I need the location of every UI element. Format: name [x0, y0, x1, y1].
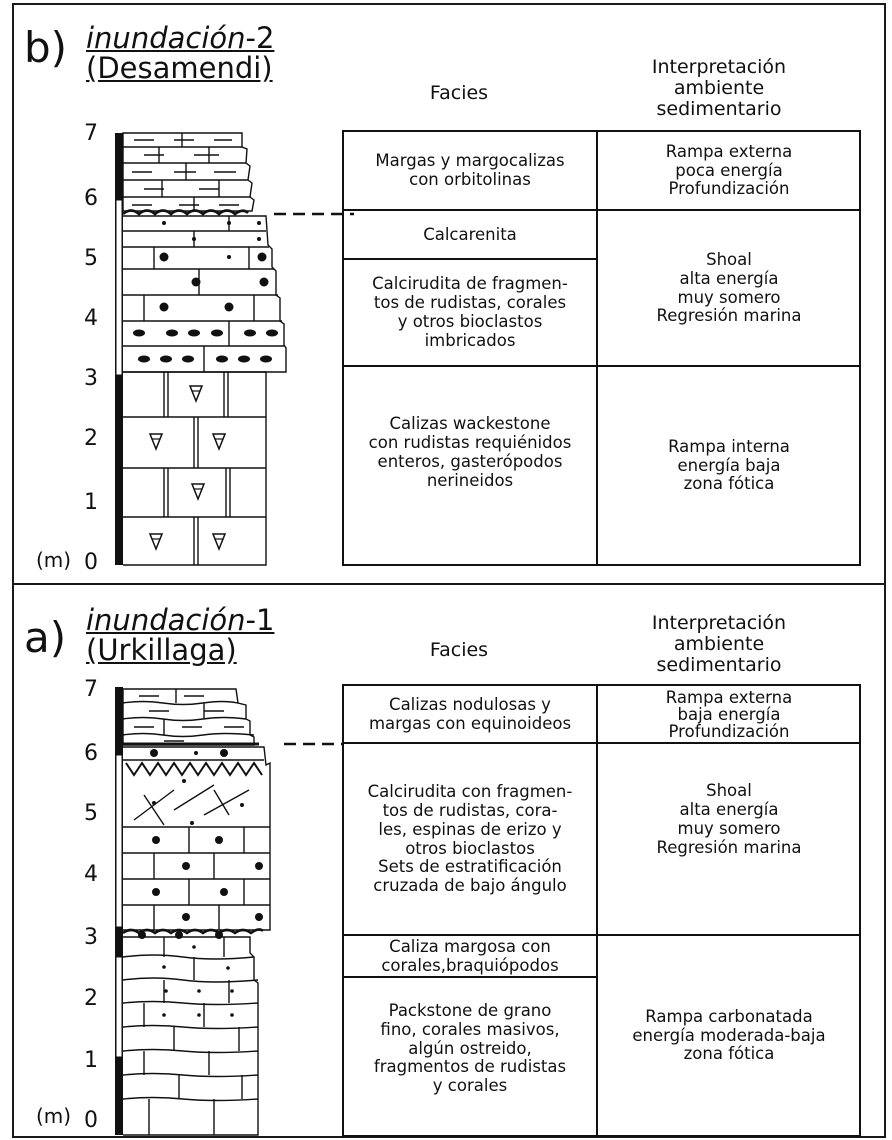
panel-a-axis-unit: (m): [36, 1104, 72, 1128]
panel-b-interpretation-header: Interpretación ambiente sedimentario: [651, 56, 787, 120]
panel-b-title-word: inundación: [86, 21, 246, 55]
panel-a-facies-header: Facies: [429, 639, 489, 661]
panel-a-title-suffix: -1: [245, 603, 275, 637]
panel-a-title-locality: (Urkillaga): [86, 633, 237, 668]
panel-a-label: a): [24, 613, 67, 662]
panel-a-interpretation-1: Rampa externa baja energía Profundizació…: [665, 687, 793, 742]
panel-b-tick-3: 3: [84, 366, 98, 391]
panel-b-tick-4: 4: [84, 306, 98, 331]
panel-b-interpretation-3: Rampa interna energía baja zona fótica: [668, 436, 790, 494]
panel-b-tick-5: 5: [84, 246, 98, 271]
panel-a-tick-2: 2: [84, 986, 98, 1011]
panel-a-stratigraphic-column: [115, 684, 861, 1137]
panel-a-tick-4: 4: [84, 862, 98, 887]
panel-b-tick-1: 1: [84, 490, 98, 515]
panel-b-axis-unit: (m): [36, 548, 72, 572]
panel-b-interpretation-1: Rampa externa poca energía Profundizació…: [665, 141, 793, 199]
panel-a-interpretation-2: Shoal alta energía muy somero Regresión …: [656, 781, 802, 857]
panel-b-tick-6: 6: [84, 186, 98, 211]
panel-b-interpretation-2: Shoal alta energía muy somero Regresión …: [656, 249, 802, 326]
panel-a-interpretation-3: Rampa carbonatada energía moderada-baja …: [632, 1006, 826, 1064]
panel-b-stratigraphic-column: [115, 130, 861, 566]
panel-a-facies-1: Calizas nodulosas y margas con equinoide…: [368, 694, 572, 733]
panel-b-facies-1: Margas y margocalizas con orbitolinas: [375, 151, 565, 189]
panel-b-tick-7: 7: [84, 121, 98, 146]
panel-a-tick-6: 6: [84, 741, 98, 766]
panel-b-title-locality: (Desamendi): [86, 51, 273, 86]
panel-a-tick-1: 1: [84, 1048, 98, 1073]
panel-a-tick-5: 5: [84, 801, 98, 826]
panel-a-title-word: inundación: [86, 603, 246, 637]
panel-b-title: inundación-2 (Desamendi): [86, 23, 274, 84]
panel-b-facies-2: Calcarenita: [423, 224, 517, 244]
panel-b-facies-4: Calizas wackestone con rudistas requiéni…: [368, 414, 572, 490]
panel-a-facies-4: Packstone de grano fino, corales masivos…: [373, 1000, 567, 1096]
panel-a-facies-3: Caliza margosa con corales,braquiópodos: [381, 937, 559, 975]
panel-a-title: inundación-1 (Urkillaga): [86, 605, 274, 666]
panel-a-interpretation-header: Interpretación ambiente sedimentario: [651, 612, 787, 676]
panel-b-title-suffix: -2: [245, 21, 275, 55]
panel-a-urkillaga: a) inundación-1 (Urkillaga) Facies Inter…: [12, 583, 886, 1138]
panel-b-tick-2: 2: [84, 426, 98, 451]
panel-b-desamendi: b) inundación-2 (Desamendi) Facies Inter…: [12, 3, 886, 585]
panel-b-tick-0: 0: [84, 550, 98, 575]
panel-b-label: b): [24, 23, 68, 72]
panel-a-tick-7: 7: [84, 677, 98, 702]
panel-a-tick-3: 3: [84, 925, 98, 950]
panel-a-tick-0: 0: [84, 1108, 98, 1133]
panel-b-facies-header: Facies: [429, 82, 489, 104]
panel-b-facies-3: Calcirudita de fragmen- tos de rudistas,…: [372, 274, 568, 350]
panel-a-facies-2: Calcirudita con fragmen- tos de rudistas…: [367, 781, 573, 896]
